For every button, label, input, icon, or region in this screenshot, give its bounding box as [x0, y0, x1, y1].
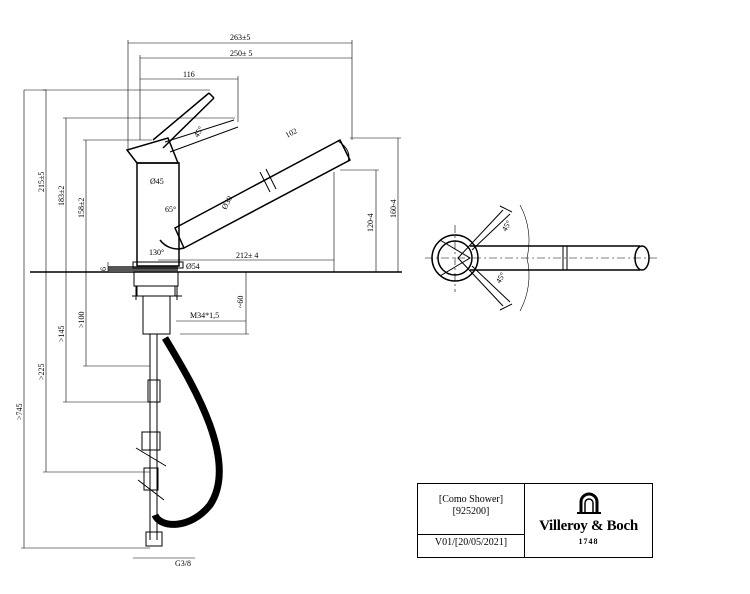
title-block: [Como Shower] [925200] V01/[20/05/2021] … — [417, 483, 653, 558]
version-date: V01/[20/05/2021] — [434, 537, 508, 548]
dim-745: >745 — [15, 403, 24, 420]
dim-height-lever: 183±2 — [57, 186, 66, 206]
dim-top-angle-upper: 45° — [500, 219, 513, 233]
title-block-divider — [418, 534, 524, 535]
brand-name: Villeroy & Boch — [539, 518, 638, 534]
dim-145: >145 — [57, 325, 66, 342]
dim-spout-angle: 65° — [165, 205, 176, 214]
brand-year: 1748 — [578, 537, 599, 546]
dim-swivel-angle: 130° — [149, 248, 164, 257]
dim-spout-width: 250± 5 — [230, 49, 252, 58]
dim-height-outlet-inner: 120-4 — [366, 213, 375, 232]
product-name: [Como Shower] — [438, 494, 504, 505]
dim-spout-length: 102 — [284, 126, 299, 139]
brand-logo-icon — [577, 492, 601, 514]
brand-block: Villeroy & Boch 1748 — [525, 484, 652, 557]
dim-top-angle-lower: 45° — [494, 271, 507, 285]
dim-225: >225 — [37, 363, 46, 380]
dim-overall-width: 263±5 — [230, 33, 250, 42]
dim-100: >100 — [77, 311, 86, 328]
dim-connection: G3/8 — [175, 559, 191, 568]
dim-base-diameter: Ø54 — [186, 262, 200, 271]
top-view — [425, 204, 660, 312]
dim-body-diameter: Ø45 — [150, 177, 164, 186]
dim-height-outlet: 160-4 — [389, 199, 398, 218]
dim-shank-length: ~60 — [236, 296, 245, 308]
dim-height-body: 158±2 — [77, 198, 86, 218]
title-block-info: [Como Shower] [925200] V01/[20/05/2021] — [418, 484, 525, 557]
side-view — [21, 40, 402, 559]
dim-base-thickness: 6 — [99, 267, 108, 271]
dim-lever-angle: 45° — [192, 125, 205, 139]
dim-thread: M34*1,5 — [190, 311, 219, 320]
dim-lever-width: 116 — [183, 70, 195, 79]
dim-height-total: 215±5 — [37, 172, 46, 192]
dim-reach: 212± 4 — [236, 251, 258, 260]
product-code: [925200] — [452, 506, 490, 517]
